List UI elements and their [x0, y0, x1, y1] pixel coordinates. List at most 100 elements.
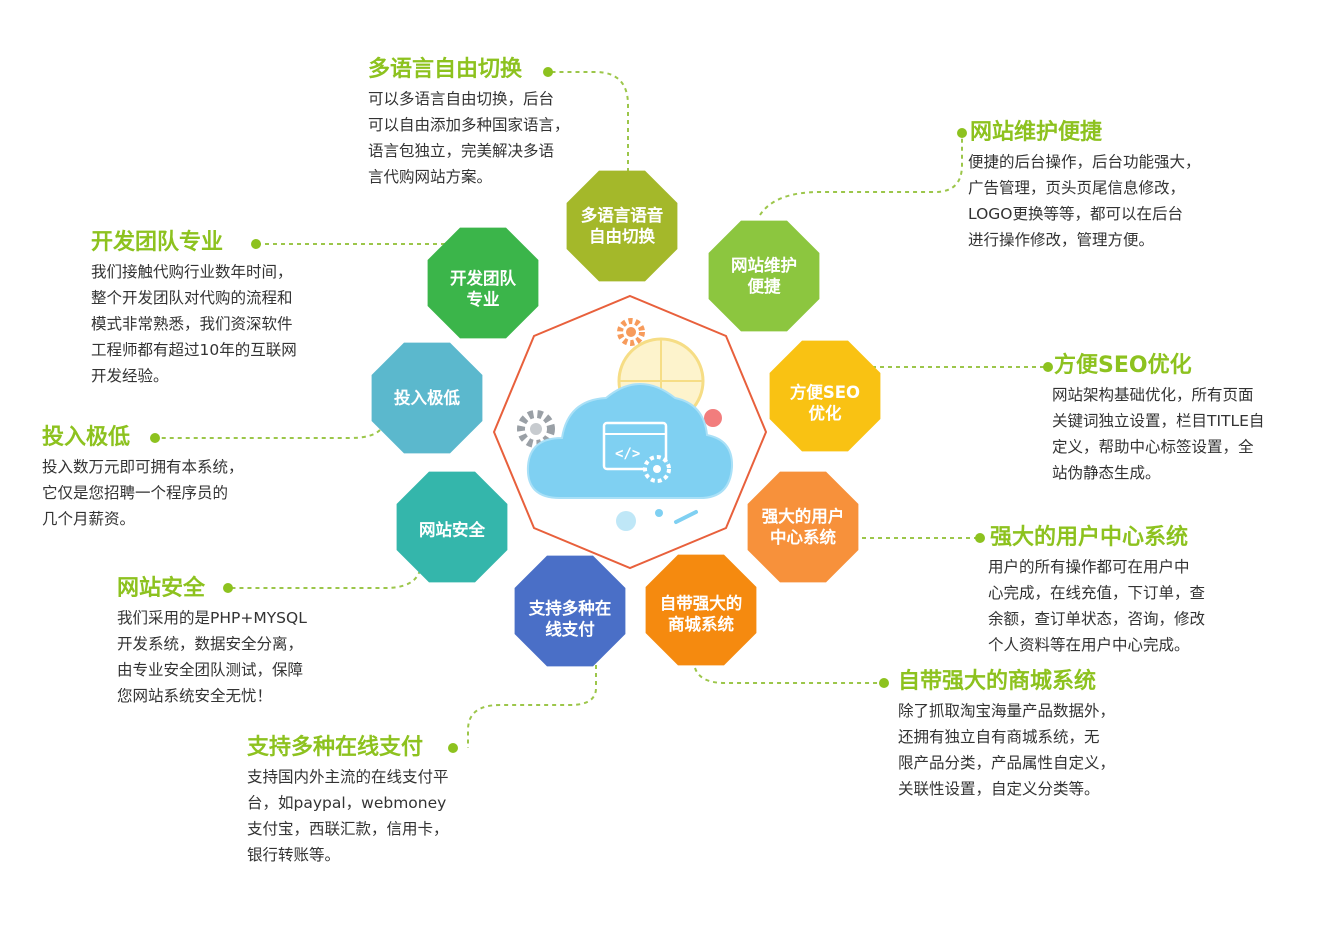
cloud-shape	[526, 383, 734, 499]
feature-description: 网站架构基础优化，所有页面 关键词独立设置，栏目TITLE自 定义，帮助中心标签…	[1052, 382, 1314, 486]
feature-description: 便捷的后台操作，后台功能强大， 广告管理，页头页尾信息修改， LOGO更换等等，…	[968, 149, 1260, 253]
feature-description: 我们接触代购行业数年时间， 整个开发团队对代购的流程和 模式非常熟悉，我们资深软…	[91, 259, 341, 389]
description-line: 广告管理，页头页尾信息修改，	[968, 179, 1186, 197]
node-label-multi-language: 多语言语音 自由切换	[581, 205, 664, 247]
feature-description: 投入数万元即可拥有本系统， 它仅是您招聘一个程序员的 几个月薪资。	[42, 454, 292, 532]
description-line: 开发系统，数据安全分离，	[117, 635, 304, 653]
dot-mall	[879, 678, 889, 688]
description-line: 还拥有独立自有商城系统，无	[898, 728, 1100, 746]
feature-title: 自带强大的商城系统	[898, 669, 1097, 694]
description-line: 它仅是您招聘一个程序员的	[42, 484, 229, 502]
description-line: 余额，查订单状态，咨询，修改	[988, 610, 1206, 628]
description-line: 可以自由添加多种国家语言，	[368, 116, 570, 134]
connector-low-cost	[155, 429, 381, 439]
feature-payment: 支持多种在线支付 支持国内外主流的在线支付平 台，如paypal，webmone…	[247, 734, 507, 868]
node-label-line: 便捷	[747, 277, 781, 296]
node-label-line: 自由切换	[589, 227, 655, 246]
description-line: 支持国内外主流的在线支付平	[247, 768, 449, 786]
description-line: 限产品分类，产品属性自定义，	[898, 754, 1116, 772]
description-line: 除了抓取淘宝海量产品数据外，	[898, 702, 1116, 720]
connector-mall	[694, 667, 884, 684]
feature-title: 投入极低	[42, 425, 131, 450]
feature-title: 开发团队专业	[91, 230, 224, 255]
node-label-line: 支持多种在	[528, 599, 612, 618]
feature-title: 网站维护便捷	[970, 120, 1103, 145]
dot-dev-team	[251, 239, 261, 249]
node-label-payment: 支持多种在 线支付	[529, 598, 612, 640]
feature-description: 用户的所有操作都可在用户中 心完成，在线充值，下订单，查 余额，查订单状态，咨询…	[988, 554, 1260, 658]
description-line: 网站架构基础优化，所有页面	[1052, 386, 1254, 404]
connector-lines	[155, 71, 1048, 748]
gray-gear-icon	[517, 410, 555, 448]
node-octagon-user-center	[747, 471, 859, 583]
feature-description: 我们采用的是PHP+MYSQL 开发系统，数据安全分离， 由专业安全团队测试，保…	[117, 605, 357, 709]
connector-multi-language	[549, 71, 629, 172]
description-line: 我们采用的是PHP+MYSQL	[117, 609, 307, 627]
dot-user-center	[975, 533, 985, 543]
bulb-icon	[704, 409, 722, 427]
description-line: 我们接触代购行业数年时间，	[91, 263, 293, 281]
feature-seo: 方便SEO优化 网站架构基础优化，所有页面 关键词独立设置，栏目TITLE自 定…	[1052, 352, 1314, 486]
description-line: 关键词独立设置，栏目TITLE自	[1052, 412, 1265, 430]
description-line: 站伪静态生成。	[1052, 464, 1161, 482]
orange-gear-icon	[617, 318, 645, 346]
svg-text:</>: </>	[615, 446, 640, 462]
node-label-line: 专业	[466, 290, 500, 309]
node-label-line: 强大的用户	[761, 507, 845, 526]
node-label-line: 网站维护	[731, 256, 797, 275]
node-octagon-dev-team	[427, 227, 539, 339]
node-label-line: 多语言语音	[580, 206, 664, 225]
node-octagon-security	[396, 471, 508, 583]
description-line: 银行转账等。	[247, 846, 341, 864]
node-label-line: 开发团队	[450, 269, 516, 288]
dot-low-cost	[150, 433, 160, 443]
node-label-line: 商城系统	[668, 615, 734, 634]
node-label-seo: 方便SEO 优化	[790, 382, 860, 424]
description-line: 心完成，在线充值，下订单，查	[988, 584, 1206, 602]
description-line: 几个月薪资。	[42, 510, 136, 528]
feature-title: 网站安全	[117, 576, 206, 601]
description-line: 工程师都有超过10年的互联网	[91, 341, 297, 359]
description-line: 个人资料等在用户中心完成。	[988, 636, 1190, 654]
feature-dev-team: 开发团队专业 我们接触代购行业数年时间， 整个开发团队对代购的流程和 模式非常熟…	[91, 229, 341, 389]
center-octagon-frame	[492, 294, 768, 570]
description-line: 言代购网站方案。	[368, 168, 493, 186]
description-line: 由专业安全团队测试，保障	[117, 661, 304, 679]
node-label-line: 投入极低	[394, 388, 460, 408]
node-label-mall: 自带强大的 商城系统	[660, 593, 743, 635]
feature-description: 可以多语言自由切换，后台 可以自由添加多种国家语言， 语言包独立，完美解决多语 …	[368, 86, 618, 190]
node-label-line: 自带强大的	[659, 594, 743, 613]
feature-title: 多语言自由切换	[368, 57, 523, 82]
description-line: 投入数万元即可拥有本系统，	[42, 458, 244, 476]
node-octagon-mall	[645, 554, 757, 666]
node-label-line: 方便SEO	[789, 383, 861, 402]
description-line: 定义，帮助中心标签设置，全	[1052, 438, 1254, 456]
connector-dots	[150, 67, 1053, 753]
feature-title: 方便SEO优化	[1054, 353, 1192, 378]
feature-description: 支持国内外主流的在线支付平 台，如paypal，webmoney 支付宝，西联汇…	[247, 764, 507, 868]
connector-security	[230, 569, 421, 589]
description-line: 进行操作修改，管理方便。	[968, 231, 1155, 249]
node-octagon-payment	[514, 555, 626, 667]
feature-description: 除了抓取淘宝海量产品数据外， 还拥有独立自有商城系统，无 限产品分类，产品属性自…	[898, 698, 1168, 802]
node-label-site-maintenance: 网站维护 便捷	[731, 255, 797, 297]
description-line: 用户的所有操作都可在用户中	[988, 558, 1190, 576]
code-window-icon	[602, 421, 668, 471]
dot-site-maintenance	[957, 128, 967, 138]
node-label-dev-team: 开发团队 专业	[450, 268, 516, 310]
description-line: 语言包独立，完美解决多语	[368, 142, 555, 160]
description-line: 可以多语言自由切换，后台	[368, 90, 555, 108]
feature-site-maintenance: 网站维护便捷 便捷的后台操作，后台功能强大， 广告管理，页头页尾信息修改， LO…	[968, 119, 1260, 253]
description-line: 整个开发团队对代购的流程和	[91, 289, 293, 307]
description-line: 关联性设置，自定义分类等。	[898, 780, 1100, 798]
description-line: 模式非常熟悉，我们资深软件	[91, 315, 293, 333]
connector-payment	[467, 665, 597, 748]
description-line: LOGO更换等等，都可以在后台	[968, 205, 1183, 223]
dot-multi-language	[543, 67, 553, 77]
node-octagon-seo	[769, 340, 881, 452]
feature-user-center: 强大的用户中心系统 用户的所有操作都可在用户中 心完成，在线充值，下订单，查 余…	[988, 524, 1260, 658]
connector-site-maintenance	[759, 135, 963, 216]
description-line: 您网站系统安全无忧！	[117, 687, 273, 705]
description-line: 支付宝，西联汇款，信用卡，	[247, 820, 449, 838]
